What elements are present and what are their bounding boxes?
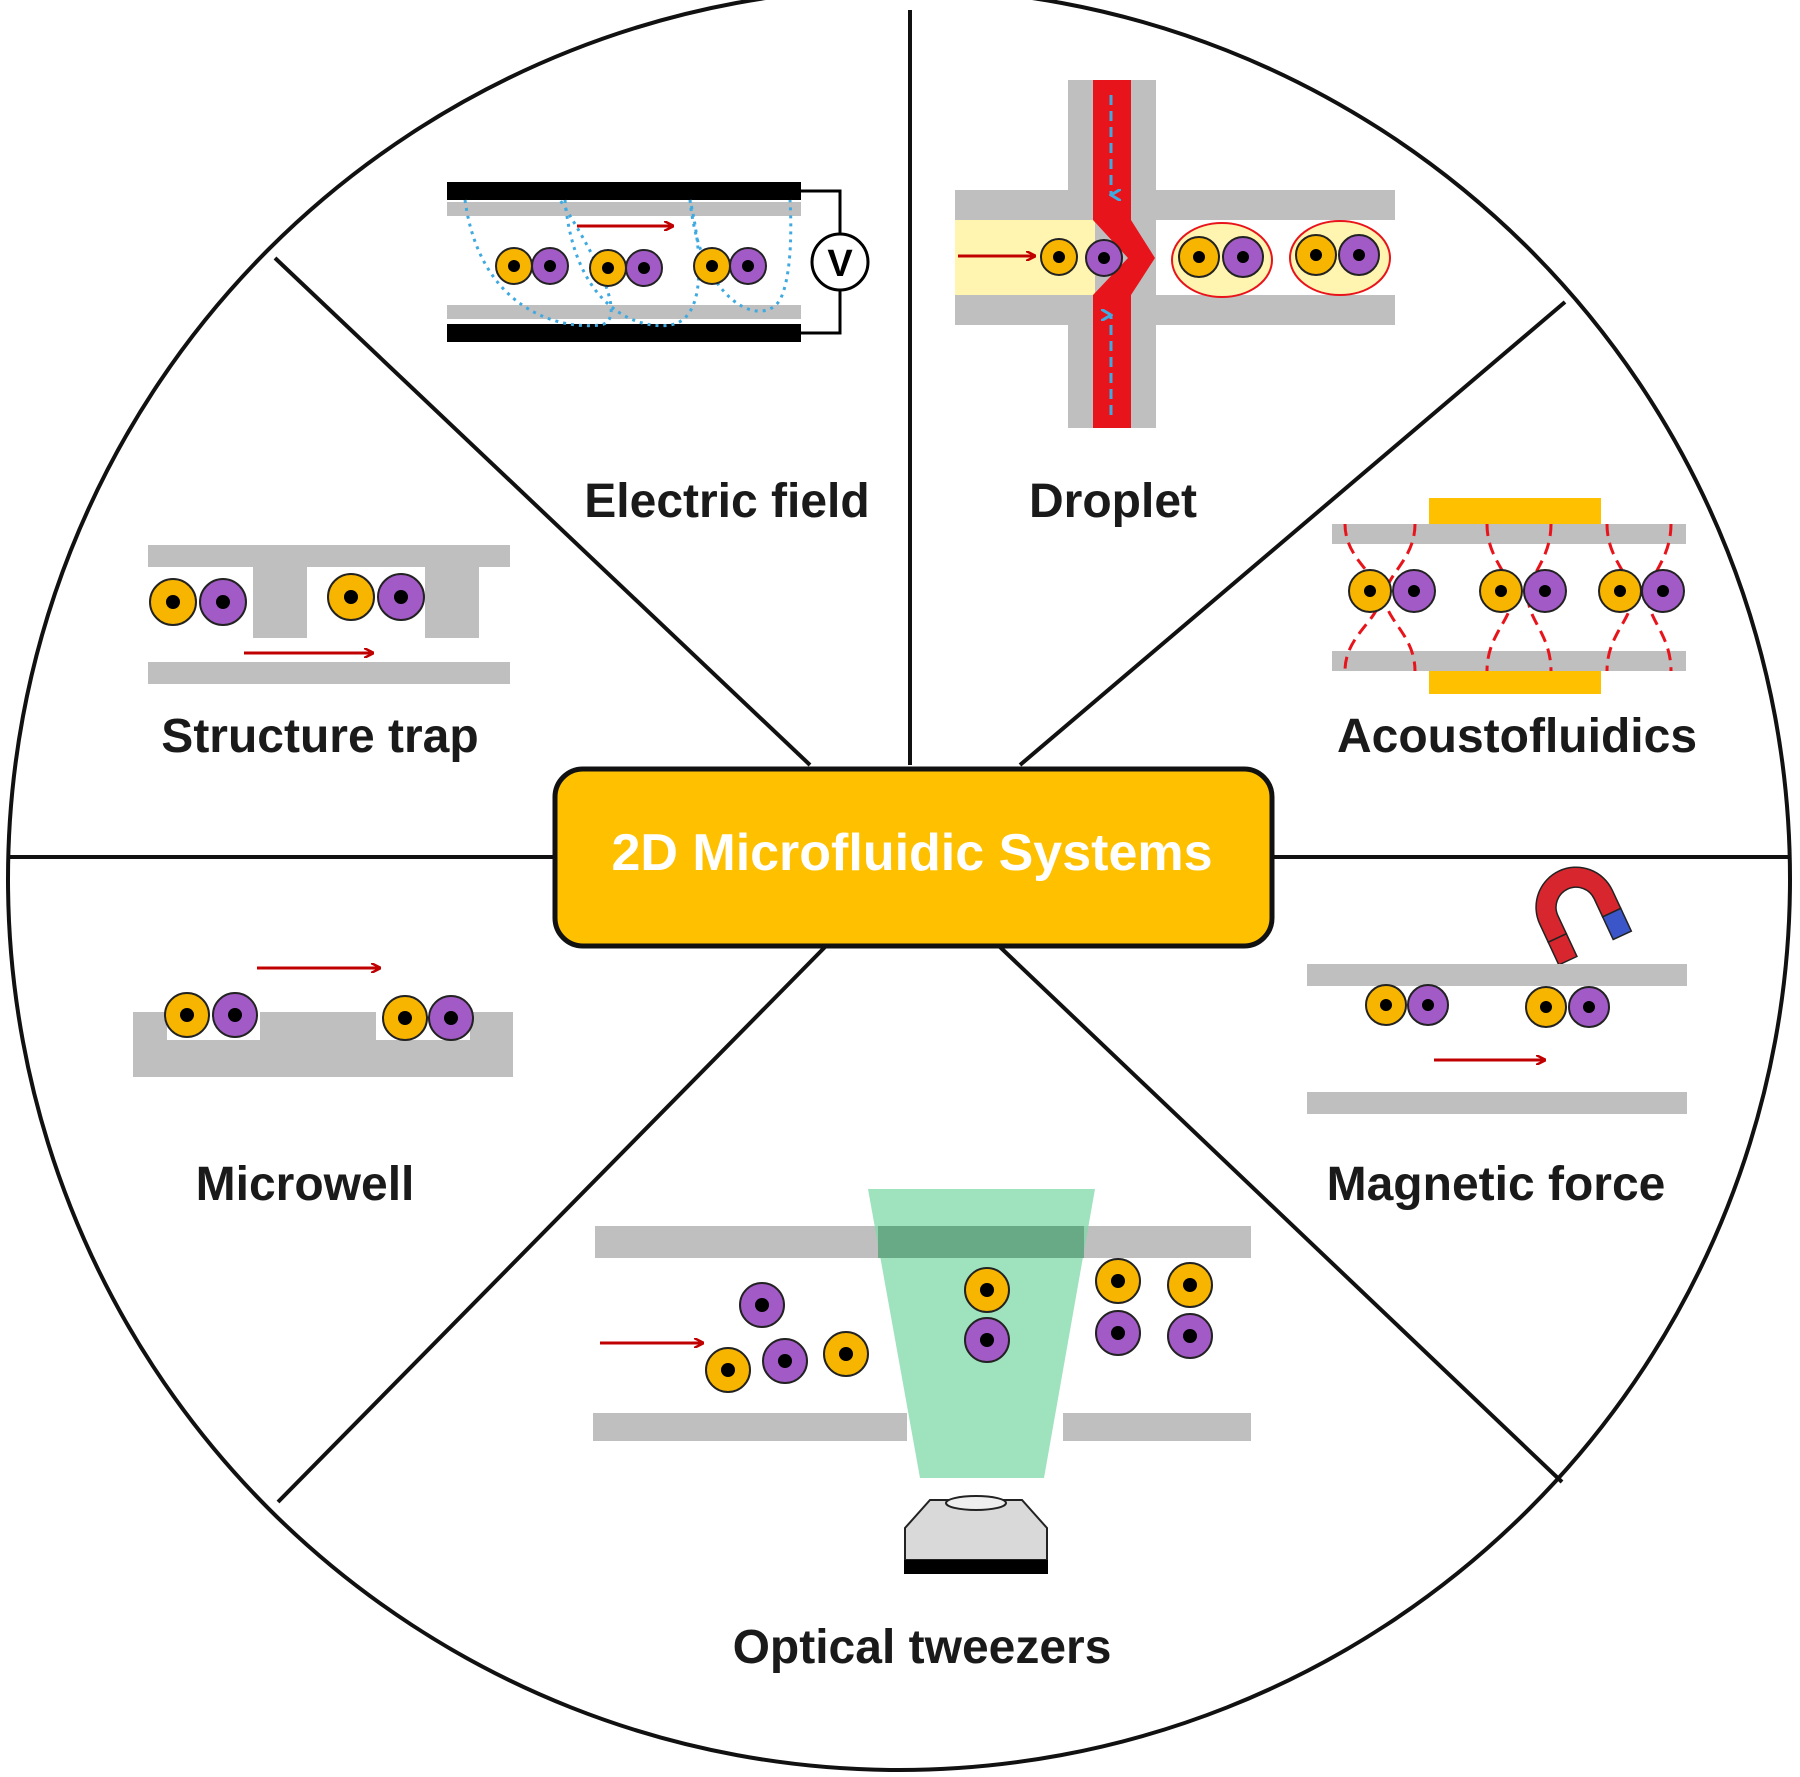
cell-pair (1525, 986, 1610, 1028)
sorted-cells (1095, 1258, 1213, 1359)
center-box: 2D Microfluidic Systems (552, 766, 1275, 949)
channel-wall-top (1307, 964, 1687, 986)
cell-pair (1479, 569, 1567, 613)
voltmeter-symbol: V (827, 243, 853, 285)
trap-post (253, 545, 307, 638)
encapsulated-droplet (1289, 220, 1391, 296)
label-electric-field: Electric field (584, 475, 869, 528)
channel-wall-bottom (1332, 651, 1686, 671)
encapsulated-droplet (1171, 222, 1273, 298)
field-lines (463, 199, 793, 328)
label-microwell: Microwell (196, 1158, 415, 1211)
transducer-top (1429, 498, 1601, 524)
circuit-wire (801, 189, 842, 239)
horizontal-channel-wall-bottom (955, 295, 1395, 325)
channel-wall-bottom-left (593, 1413, 907, 1441)
magnet-icon (1535, 866, 1633, 966)
magnetic-force-illustration (1307, 866, 1687, 1114)
electrode-bottom (447, 324, 801, 342)
center-title: 2D Microfluidic Systems (611, 824, 1212, 882)
voltmeter-icon (810, 232, 870, 292)
objective-lens-icon (904, 1495, 1048, 1574)
trapped-cells (964, 1267, 1010, 1363)
cell-pair (589, 249, 663, 287)
label-droplet: Droplet (1029, 475, 1197, 528)
channel-wall-top (148, 545, 510, 567)
cell-pairs (495, 247, 767, 287)
cell-pair (495, 247, 569, 285)
microwell-illustration (133, 968, 513, 1077)
cell-pair (164, 992, 258, 1038)
cell-pair (1598, 569, 1685, 613)
divider-lower-left (276, 945, 827, 1504)
beam-overlap (878, 1226, 1084, 1258)
cell-pair (1365, 984, 1449, 1026)
horizontal-channel-wall-top (955, 190, 1395, 220)
electric-field-illustration: V (447, 182, 870, 342)
droplet-illustration (955, 80, 1396, 428)
circuit-wire-bottom (801, 284, 842, 335)
channel-wall-bottom (447, 305, 801, 319)
free-cells (705, 1282, 869, 1393)
optical-tweezers-illustration (593, 1189, 1251, 1574)
cell-pair (1040, 238, 1123, 277)
channel-wall-bottom (1307, 1092, 1687, 1114)
center-box-background (552, 766, 1275, 949)
divider-upper-right (1018, 300, 1567, 767)
cell-pair (693, 247, 767, 285)
structure-trap-illustration (148, 545, 510, 684)
acoustofluidics-illustration (1332, 498, 1686, 694)
trap-post (425, 545, 479, 638)
label-magnetic-force: Magnetic force (1327, 1158, 1666, 1211)
electrode-top (447, 182, 801, 200)
divider-upper-left (273, 256, 812, 767)
channel-wall-bottom (148, 662, 510, 684)
divider-lower-right (998, 945, 1564, 1484)
channel-wall-top (447, 202, 801, 216)
cell-pair (382, 995, 474, 1041)
label-acoustofluidics: Acoustofluidics (1337, 710, 1697, 763)
cell-pair (1348, 569, 1436, 613)
microwell-substrate (133, 1012, 513, 1077)
label-optical-tweezers: Optical tweezers (733, 1621, 1112, 1674)
pinch-interface (1093, 220, 1155, 295)
transducer-bottom (1429, 671, 1601, 694)
cell-pair (327, 573, 425, 621)
label-structure-trap: Structure trap (161, 710, 478, 763)
channel-wall-bottom-right (1063, 1413, 1251, 1441)
cell-pair (149, 578, 247, 626)
channel-wall-top (1332, 524, 1686, 544)
